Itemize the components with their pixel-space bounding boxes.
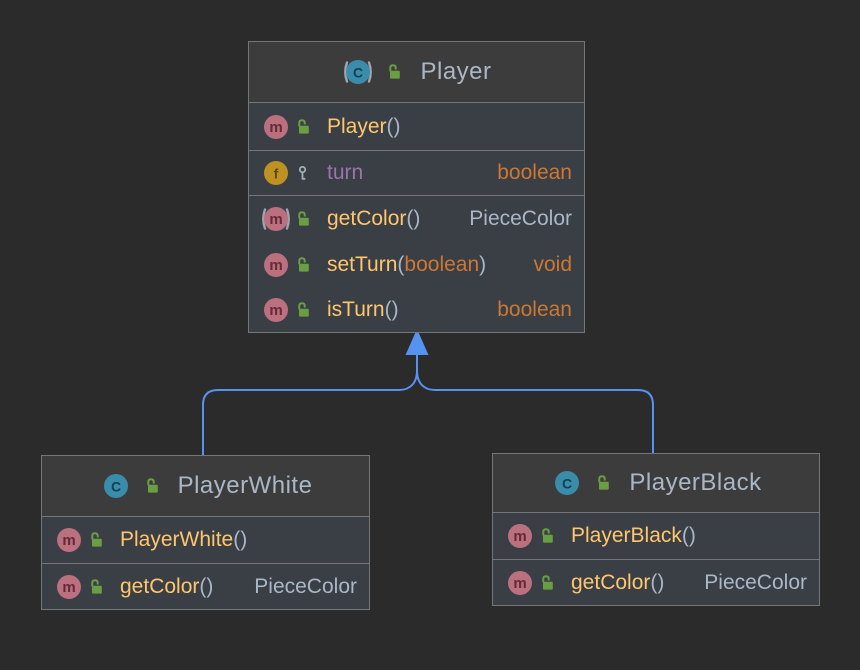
public-lock-icon <box>88 578 108 596</box>
member-row-turn[interactable]: f turn boolean <box>249 151 584 195</box>
playerwhite-methods-compartment: m getColor() PieceColor <box>42 563 369 609</box>
inheritance-edge-playerwhite[interactable] <box>202 354 418 456</box>
member-label: getColor() <box>327 207 420 231</box>
svg-text:m: m <box>269 119 282 136</box>
member-label-segment: () <box>199 574 214 598</box>
field-icon: f <box>259 160 293 186</box>
svg-text:C: C <box>111 479 121 495</box>
method-icon: m <box>503 523 537 549</box>
playerwhite-constructors-compartment: m PlayerWhite() <box>42 516 369 563</box>
player-constructors-compartment: m Player() <box>249 102 584 150</box>
public-lock-icon <box>144 477 164 495</box>
member-row-playerwhite[interactable]: m PlayerWhite() <box>42 517 369 563</box>
class-title: PlayerWhite <box>177 472 313 499</box>
member-label: PlayerWhite() <box>120 528 247 552</box>
member-label-segment: setTurn <box>327 253 398 276</box>
svg-text:m: m <box>269 302 282 319</box>
member-label-segment: turn <box>327 161 364 184</box>
member-label-segment: () <box>650 570 665 594</box>
abstract-method-icon: m <box>259 206 293 232</box>
player-fields-compartment: f turn boolean <box>249 150 584 195</box>
svg-text:m: m <box>62 579 75 596</box>
member-label-segment: () <box>384 298 399 321</box>
method-icon: m <box>52 574 86 600</box>
member-label: getColor() <box>120 575 213 599</box>
member-label-segment: () <box>681 524 696 547</box>
class-header-player[interactable]: C Player <box>249 42 584 102</box>
member-row-player[interactable]: m Player() <box>249 103 584 150</box>
method-icon: m <box>259 252 293 278</box>
member-label-segment: PlayerWhite <box>120 528 234 551</box>
member-label-segment: () <box>233 528 248 551</box>
svg-text:m: m <box>269 257 282 274</box>
public-lock-icon <box>295 210 315 228</box>
method-icon: m <box>259 297 293 323</box>
member-label: Player() <box>327 115 401 139</box>
member-row-setturn[interactable]: m setTurn(boolean) void <box>249 242 584 288</box>
member-label-segment: boolean <box>404 253 480 276</box>
inheritance-edge-playerblack[interactable] <box>416 354 654 453</box>
member-label-segment: ( <box>397 253 405 276</box>
member-label-segment: PlayerBlack <box>571 524 682 547</box>
class-header-playerblack[interactable]: C PlayerBlack <box>493 454 819 512</box>
member-type: PieceColor <box>254 574 357 598</box>
public-lock-icon <box>539 574 559 592</box>
member-type: void <box>533 253 572 276</box>
method-icon: m <box>259 114 293 140</box>
class-title: Player <box>420 58 492 85</box>
class-icon: C <box>99 473 133 499</box>
member-label-segment: ) <box>479 253 487 276</box>
inheritance-arrowhead <box>405 329 429 355</box>
public-lock-icon <box>88 531 108 549</box>
member-label: setTurn(boolean) <box>327 253 486 277</box>
member-row-getcolor[interactable]: m getColor() PieceColor <box>249 196 584 242</box>
svg-text:m: m <box>62 532 75 549</box>
svg-text:m: m <box>513 528 526 545</box>
svg-text:C: C <box>353 65 363 81</box>
playerblack-constructors-compartment: m PlayerBlack() <box>493 512 819 559</box>
class-header-playerwhite[interactable]: C PlayerWhite <box>42 456 369 516</box>
class-icon: C <box>550 470 584 496</box>
member-label: isTurn() <box>327 298 399 322</box>
public-lock-icon <box>295 301 315 319</box>
member-label-segment: () <box>406 207 421 230</box>
class-title: PlayerBlack <box>629 469 762 496</box>
svg-text:C: C <box>562 476 572 492</box>
member-type: PieceColor <box>704 570 807 594</box>
method-icon: m <box>503 570 537 596</box>
member-type: PieceColor <box>469 207 572 230</box>
member-label: turn <box>327 161 363 185</box>
member-row-getcolor[interactable]: m getColor() PieceColor <box>42 564 369 609</box>
public-lock-icon <box>595 474 615 492</box>
member-label-segment: Player <box>327 114 387 138</box>
private-key-icon <box>295 165 315 182</box>
member-type: boolean <box>497 298 572 321</box>
member-row-isturn[interactable]: m isTurn() boolean <box>249 288 584 332</box>
member-label-segment: isTurn <box>327 298 385 321</box>
playerblack-methods-compartment: m getColor() PieceColor <box>493 559 819 605</box>
public-lock-icon <box>386 63 406 81</box>
member-label-segment: getColor <box>327 207 407 230</box>
svg-text:m: m <box>269 211 282 228</box>
method-icon: m <box>52 527 86 553</box>
member-row-playerblack[interactable]: m PlayerBlack() <box>493 513 819 559</box>
member-label: PlayerBlack() <box>571 524 696 548</box>
abstract-class-icon: C <box>341 59 375 85</box>
member-label-segment: getColor <box>571 570 651 594</box>
public-lock-icon <box>295 118 315 136</box>
public-lock-icon <box>539 527 559 545</box>
svg-text:m: m <box>513 575 526 592</box>
member-row-getcolor[interactable]: m getColor() PieceColor <box>493 560 819 605</box>
svg-text:f: f <box>274 166 279 182</box>
member-label: getColor() <box>571 571 664 595</box>
member-type: boolean <box>497 161 572 184</box>
member-label-segment: () <box>386 114 401 138</box>
member-label-segment: getColor <box>120 574 200 598</box>
public-lock-icon <box>295 256 315 274</box>
